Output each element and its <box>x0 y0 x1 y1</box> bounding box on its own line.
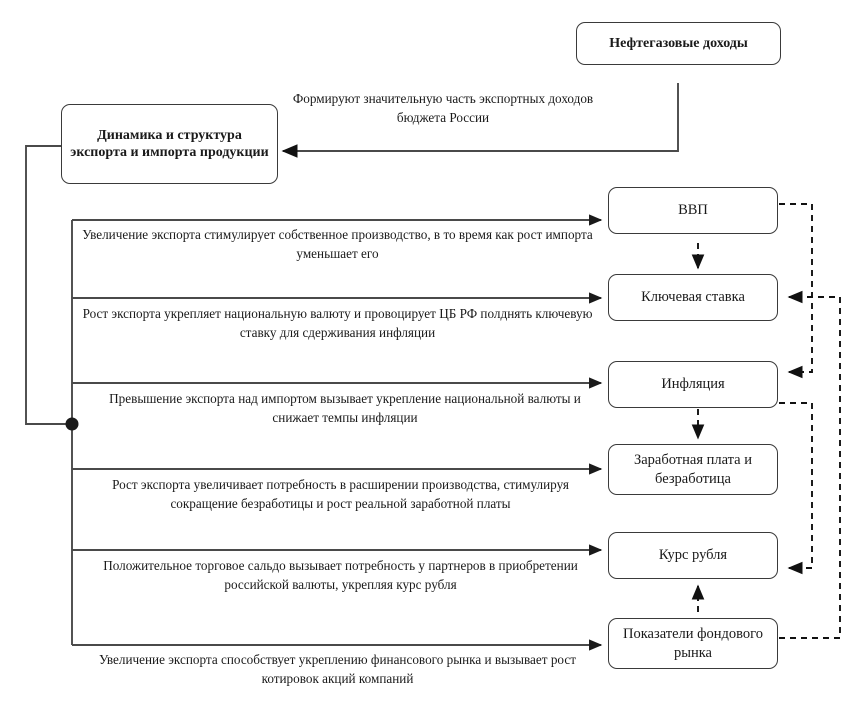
node-export-import-dynamics[interactable]: Динамика и структура экспорта и импорта … <box>61 104 278 184</box>
node-stock-market[interactable]: Показатели фондового рынка <box>608 618 778 669</box>
label-rel-inflation: Превышение экспорта над импортом вызывае… <box>109 391 581 425</box>
node-gdp-label: ВВП <box>678 202 708 219</box>
node-key-rate[interactable]: Ключевая ставка <box>608 274 778 321</box>
label-rel-ruble: Положительное торговое сальдо вызывает п… <box>103 558 578 592</box>
label-rel-gdp: Увеличение экспорта стимулирует собствен… <box>82 227 593 261</box>
label-oilgas-to-dynamics: Формируют значительную часть экспортных … <box>292 91 594 125</box>
node-wages-unemployment[interactable]: Заработная плата и безработица <box>608 444 778 495</box>
node-ruble-rate[interactable]: Курс рубля <box>608 532 778 579</box>
node-export-import-dynamics-label: Динамика и структура экспорта и импорта … <box>70 127 269 161</box>
node-wages-unemployment-label: Заработная плата и безработица <box>633 452 753 487</box>
node-oilgas-revenues[interactable]: Нефтегазовые доходы <box>576 22 781 65</box>
edge-stock-to-keyrate <box>779 290 841 639</box>
node-stock-market-label: Показатели фондового рынка <box>622 626 764 661</box>
node-ruble-rate-label: Курс рубля <box>658 547 728 564</box>
label-rel-wages: Рост экспорта увеличивает потребность в … <box>112 477 569 511</box>
edge-gdp-to-inflation <box>779 203 813 379</box>
node-oilgas-revenues-label: Нефтегазовые доходы <box>609 35 748 51</box>
junction-dot <box>65 417 79 431</box>
node-key-rate-label: Ключевая ставка <box>641 289 745 306</box>
label-rel-key-rate: Рост экспорта укрепляет национальную вал… <box>82 306 593 340</box>
node-inflation[interactable]: Инфляция <box>608 361 778 408</box>
edge-inflation-to-ruble <box>779 402 813 575</box>
node-inflation-label: Инфляция <box>661 376 725 393</box>
node-gdp[interactable]: ВВП <box>608 187 778 234</box>
edge-dynamics-feedback-trunk <box>25 145 72 425</box>
label-rel-stock: Увеличение экспорта способствует укрепле… <box>99 652 576 686</box>
